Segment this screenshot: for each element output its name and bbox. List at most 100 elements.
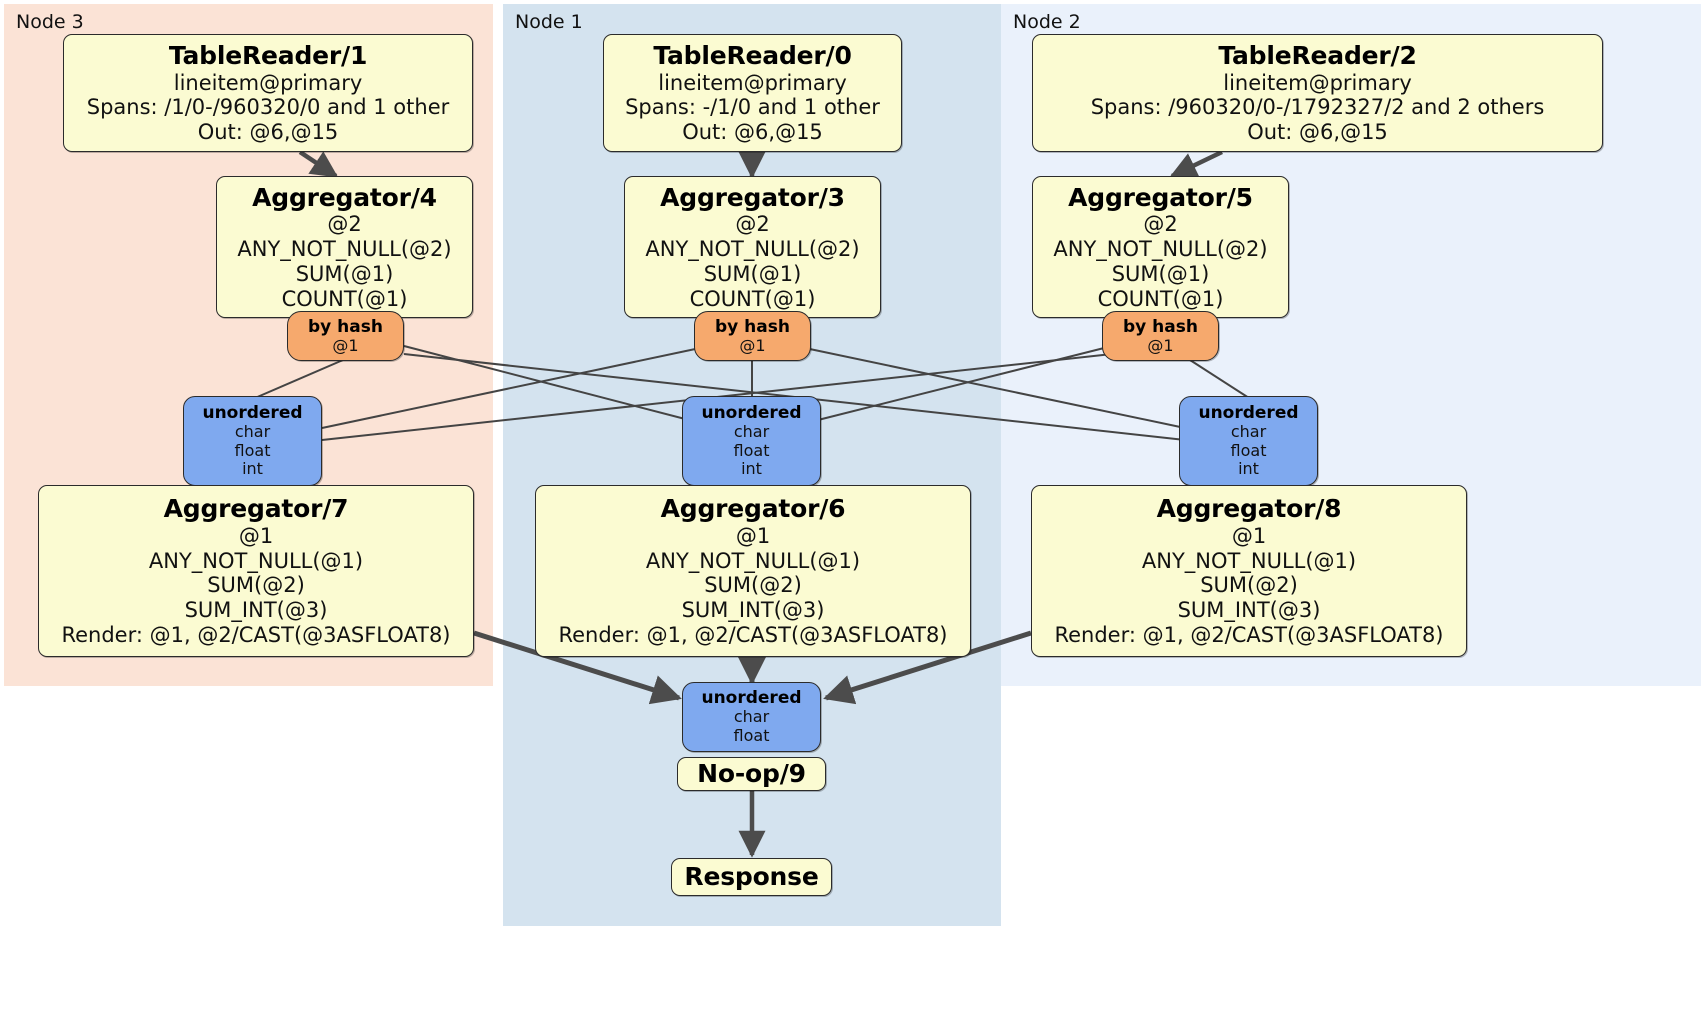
node-title: Aggregator/8: [1156, 494, 1342, 524]
node-title: Aggregator/3: [660, 182, 845, 212]
node-title: Aggregator/6: [660, 494, 846, 524]
node-title: TableReader/1: [168, 41, 368, 71]
node-aggregator-3[interactable]: Aggregator/3 @2 ANY_NOT_NULL(@2) SUM(@1)…: [624, 176, 881, 318]
node-detail-line: SUM(@2): [704, 573, 802, 598]
edge-agg8-to-final-router: [823, 630, 1032, 705]
node-detail-line: lineitem@primary: [658, 70, 847, 95]
node-detail-line: COUNT(@1): [689, 286, 816, 311]
router-unordered-center[interactable]: unordered char float int: [682, 396, 821, 486]
node-detail-line: Out: @6,@15: [197, 120, 339, 145]
router-unordered-left[interactable]: unordered char float int: [183, 396, 322, 486]
router-detail-line: char: [733, 707, 770, 727]
node-detail-line: SUM_INT(@3): [184, 598, 328, 623]
node-detail-line: SUM_INT(@3): [681, 598, 825, 623]
router-detail-line: int: [242, 459, 263, 479]
router-title: unordered: [202, 402, 303, 423]
router-detail-line: char: [733, 421, 770, 441]
node-detail-line: @2: [327, 212, 362, 237]
router-title: unordered: [701, 402, 802, 423]
node-render-line: Render: @1, @2/CAST(@3ASFLOAT8): [1054, 622, 1444, 647]
router-detail-line: char: [1230, 421, 1267, 441]
node-aggregator-8[interactable]: Aggregator/8 @1 ANY_NOT_NULL(@1) SUM(@2)…: [1031, 485, 1467, 657]
node-detail-line: COUNT(@1): [281, 286, 408, 311]
panel-node-2-label: Node 2: [1013, 11, 1081, 33]
node-title: Aggregator/5: [1068, 182, 1253, 212]
router-detail-line: @1: [739, 335, 766, 355]
node-detail-line: ANY_NOT_NULL(@1): [645, 548, 861, 573]
node-detail-line: ANY_NOT_NULL(@2): [1053, 236, 1268, 261]
node-table-reader-2[interactable]: TableReader/2 lineitem@primary Spans: /9…: [1032, 34, 1603, 152]
node-title: Aggregator/4: [252, 182, 437, 212]
node-detail-line: SUM(@1): [1111, 261, 1210, 286]
node-title: Aggregator/7: [163, 494, 349, 524]
node-title: TableReader/0: [653, 41, 852, 71]
router-detail-line: int: [741, 459, 762, 479]
node-detail-line: SUM(@2): [1200, 573, 1298, 598]
node-detail-line: @1: [735, 523, 771, 548]
panel-node-1-label: Node 1: [515, 11, 583, 33]
node-detail-line: SUM(@2): [207, 573, 305, 598]
edge-hash-left-to-unordered-center: [403, 345, 690, 421]
node-title: No-op/9: [697, 759, 806, 789]
router-by-hash-left[interactable]: by hash @1: [287, 311, 404, 361]
router-detail-line: char: [234, 421, 271, 441]
node-title: TableReader/2: [1218, 41, 1417, 71]
edge-hash-center-to-unordered-left: [321, 347, 701, 429]
node-detail-line: ANY_NOT_NULL(@1): [148, 548, 364, 573]
node-detail-line: @2: [1143, 212, 1178, 237]
edge-tr2-agg5: [1169, 149, 1223, 179]
router-by-hash-right[interactable]: by hash @1: [1102, 311, 1219, 361]
edge-hash-center-to-unordered-right: [804, 347, 1186, 429]
node-detail-line: Spans: /960320/0-/1792327/2 and 2 others: [1090, 95, 1545, 120]
router-detail-line: @1: [1147, 335, 1174, 355]
edge-hash-right-to-unordered-center: [817, 345, 1113, 421]
router-title: by hash: [715, 316, 790, 337]
router-detail-line: int: [1238, 459, 1259, 479]
node-detail-line: lineitem@primary: [1223, 70, 1412, 95]
router-detail-line: float: [733, 440, 770, 460]
router-unordered-right[interactable]: unordered char float int: [1179, 396, 1318, 486]
node-detail-line: SUM(@1): [703, 261, 802, 286]
node-aggregator-6[interactable]: Aggregator/6 @1 ANY_NOT_NULL(@1) SUM(@2)…: [535, 485, 971, 657]
router-detail-line: @1: [332, 335, 359, 355]
node-render-line: Render: @1, @2/CAST(@3ASFLOAT8): [61, 622, 451, 647]
router-detail-line: float: [733, 726, 770, 746]
router-title: by hash: [1123, 316, 1198, 337]
node-detail-line: @1: [1231, 523, 1267, 548]
node-detail-line: ANY_NOT_NULL(@2): [645, 236, 860, 261]
node-detail-line: @1: [238, 523, 274, 548]
node-detail-line: lineitem@primary: [173, 70, 363, 95]
router-by-hash-center[interactable]: by hash @1: [694, 311, 811, 361]
edge-hash-left-to-unordered-left: [254, 359, 344, 399]
panel-node-3-label: Node 3: [16, 11, 84, 33]
node-detail-line: SUM(@1): [295, 261, 394, 286]
node-detail-line: @2: [735, 212, 770, 237]
node-table-reader-0[interactable]: TableReader/0 lineitem@primary Spans: -/…: [603, 34, 902, 152]
edge-hash-right-to-unordered-left-local: [1189, 359, 1250, 399]
node-aggregator-4[interactable]: Aggregator/4 @2 ANY_NOT_NULL(@2) SUM(@1)…: [216, 176, 473, 318]
edge-agg7-to-final-router: [473, 630, 682, 705]
node-aggregator-7[interactable]: Aggregator/7 @1 ANY_NOT_NULL(@1) SUM(@2)…: [38, 485, 474, 657]
node-title: Response: [684, 862, 819, 892]
node-aggregator-5[interactable]: Aggregator/5 @2 ANY_NOT_NULL(@2) SUM(@1)…: [1032, 176, 1289, 318]
router-title: unordered: [701, 688, 802, 709]
node-detail-line: Spans: -/1/0 and 1 other: [625, 95, 880, 120]
node-detail-line: Spans: /1/0-/960320/0 and 1 other: [86, 95, 450, 120]
node-no-op-9[interactable]: No-op/9: [677, 757, 826, 791]
router-title: by hash: [308, 316, 383, 337]
node-response[interactable]: Response: [671, 858, 832, 896]
node-detail-line: ANY_NOT_NULL(@1): [1141, 548, 1357, 573]
node-render-line: Render: @1, @2/CAST(@3ASFLOAT8): [558, 622, 948, 647]
node-detail-line: COUNT(@1): [1097, 286, 1224, 311]
node-detail-line: SUM_INT(@3): [1177, 598, 1321, 623]
router-title: unordered: [1198, 402, 1299, 423]
router-detail-line: float: [234, 440, 271, 460]
node-detail-line: Out: @6,@15: [1247, 120, 1388, 145]
node-detail-line: ANY_NOT_NULL(@2): [237, 236, 452, 261]
node-detail-line: Out: @6,@15: [682, 120, 823, 145]
router-unordered-final[interactable]: unordered char float: [682, 682, 821, 752]
node-table-reader-1[interactable]: TableReader/1 lineitem@primary Spans: /1…: [63, 34, 473, 152]
router-detail-line: float: [1230, 440, 1267, 460]
